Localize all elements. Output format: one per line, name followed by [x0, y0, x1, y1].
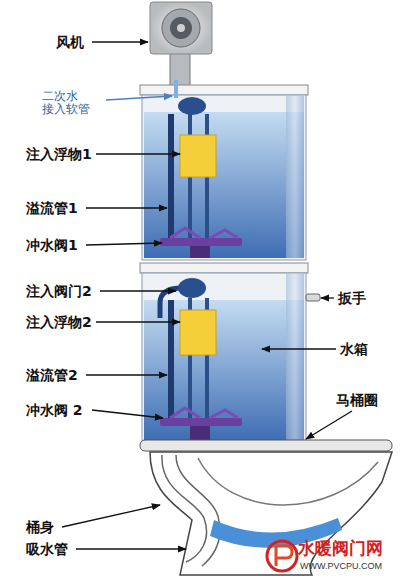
part-label: 吸水管	[26, 542, 68, 557]
leader-line	[100, 290, 176, 291]
part-label: 桶身	[26, 520, 54, 535]
part-label: 冲水阀1	[26, 238, 78, 253]
lower-tank	[142, 273, 306, 443]
refill-hose	[174, 80, 178, 98]
flush-valve-seat	[190, 246, 210, 258]
leader-line	[76, 548, 186, 549]
flush-valve-seat	[190, 426, 210, 440]
leader-line	[92, 410, 163, 418]
float	[180, 310, 216, 355]
part-label: 二次水 接入软管	[42, 90, 104, 115]
overflow-pipe	[168, 114, 174, 240]
flush-valve	[160, 418, 242, 426]
float	[180, 135, 216, 177]
tank-water	[144, 300, 304, 441]
watermark-logo	[267, 541, 297, 571]
fan-hub	[170, 17, 192, 39]
part-label: 注入浮物2	[26, 315, 92, 330]
part-label: 水箱	[340, 342, 368, 357]
leader-line	[262, 348, 336, 349]
tank-lid	[140, 263, 308, 273]
inlet-valve-cap	[178, 97, 206, 115]
leader-line	[92, 41, 148, 42]
leader-line	[86, 207, 167, 208]
bowl-inner	[198, 458, 378, 505]
flush-valve-arm	[170, 228, 238, 238]
part-label: 马桶圈	[336, 393, 378, 408]
leader-line	[86, 374, 167, 375]
fan-wheel	[162, 9, 200, 47]
handle	[306, 294, 320, 301]
overflow-pipe	[168, 300, 174, 420]
leader-line	[62, 505, 160, 527]
watermark: WWW.PVCPU.COM	[300, 562, 382, 571]
leader-line	[321, 297, 334, 298]
flush-valve-arm	[170, 408, 238, 418]
upper-tank	[142, 95, 306, 260]
fan-housing	[150, 2, 212, 54]
part-label: 溢流管2	[26, 368, 78, 383]
tank-wall	[286, 274, 304, 442]
watermark: 水暖阀门网	[298, 540, 383, 558]
leader-line	[96, 153, 180, 154]
fan-axle	[177, 24, 185, 32]
trapway	[162, 455, 207, 562]
leader-line	[86, 243, 162, 245]
flush-valve	[160, 238, 242, 246]
leader-line	[106, 96, 172, 100]
part-label: 风机	[56, 35, 84, 50]
tank-lid	[140, 85, 308, 95]
inlet-valve-cap	[178, 278, 206, 298]
part-label: 扳手	[338, 291, 366, 306]
part-label: 冲水阀 2	[26, 403, 83, 418]
tank-water	[144, 112, 304, 258]
part-label: 溢流管1	[26, 201, 78, 216]
part-label: 注入阀门2	[26, 284, 92, 299]
leader-line	[306, 411, 352, 439]
watermark-logo	[276, 546, 292, 566]
fan-duct	[170, 50, 190, 88]
part-label: 注入浮物1	[26, 147, 92, 162]
leader-line	[96, 321, 180, 322]
toilet-seat	[140, 440, 392, 451]
bowl-body	[150, 452, 392, 575]
tank-wall	[286, 96, 304, 258]
